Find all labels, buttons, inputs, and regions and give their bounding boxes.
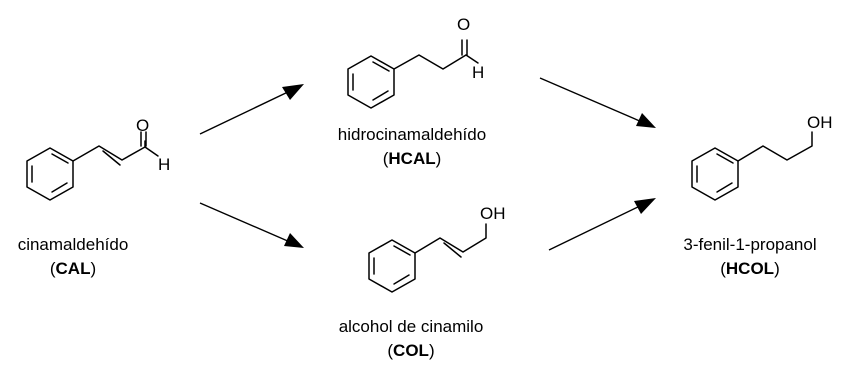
hydroxyl-label-col: OH	[480, 204, 506, 223]
benzene-ring-hcal	[347, 55, 395, 109]
molecule-cal: O H	[26, 116, 170, 201]
compound-abbr-col: (COL)	[387, 341, 434, 360]
double-bond-col	[443, 242, 462, 258]
compound-name-hcal: hidrocinamaldehído	[338, 125, 486, 144]
hydrogen-label-cal: H	[158, 155, 170, 174]
double-bond-cal	[102, 150, 121, 166]
oxygen-label-hcal: O	[457, 15, 470, 34]
arrow-cal-to-hcal	[199, 84, 304, 135]
compound-abbr-hcal: (HCAL)	[383, 149, 442, 168]
chain-hcol	[737, 131, 813, 162]
oxygen-label-cal: O	[136, 116, 149, 135]
compound-abbr-cal: (CAL)	[50, 259, 96, 278]
arrow-hcal-to-hcol	[539, 77, 656, 128]
compound-name-col: alcohol de cinamilo	[339, 317, 484, 336]
benzene-ring-col	[368, 239, 416, 293]
molecule-hcol: OH	[691, 113, 833, 201]
benzene-ring-cal	[26, 147, 74, 201]
compound-name-cal: cinamaldehído	[18, 235, 129, 254]
benzene-ring-hcol	[691, 147, 739, 201]
arrow-cal-to-col	[199, 202, 304, 248]
hydrogen-label-hcal: H	[472, 63, 484, 82]
molecule-col: OH	[368, 204, 506, 293]
compound-abbr-hcol: (HCOL)	[720, 259, 780, 278]
chain-cal	[72, 140, 146, 162]
compound-name-hcol: 3-fenil-1-propanol	[683, 235, 816, 254]
chain-col	[414, 223, 487, 254]
chain-hcal	[393, 54, 467, 70]
hydroxyl-label-hcol: OH	[807, 113, 833, 132]
arrow-col-to-hcol	[548, 198, 656, 251]
molecule-hcal: O H	[347, 15, 484, 109]
